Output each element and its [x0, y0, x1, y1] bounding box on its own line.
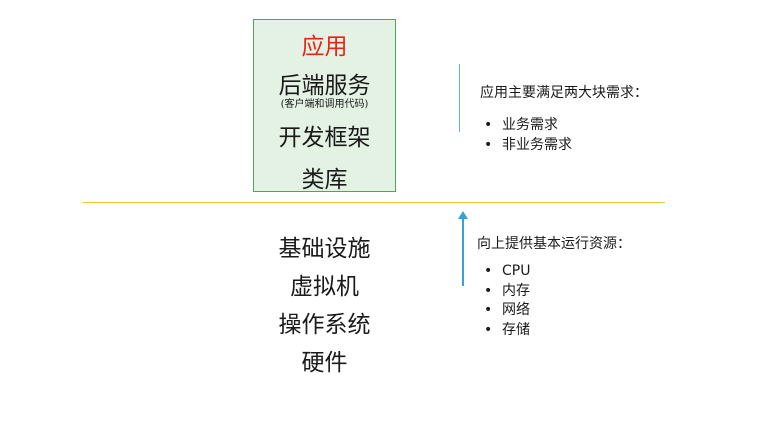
- layer-divider-line: [83, 202, 665, 203]
- upper-note-marker-line: [459, 64, 460, 132]
- application-layer-box: 应用 后端服务 (客户端和调用代码) 开发框架 类库: [253, 19, 396, 193]
- layer-label-virtual-machine: 虚拟机: [290, 274, 359, 300]
- upward-arrow-icon: [458, 211, 468, 219]
- upper-note-title: 应用主要满足两大块需求：: [480, 85, 648, 101]
- upward-arrow-shaft: [462, 214, 464, 286]
- layer-label-hardware: 硬件: [301, 350, 348, 376]
- layer-label-backend-service: 后端服务: [278, 73, 371, 99]
- layer-sublabel-backend-service: (客户端和调用代码): [280, 99, 369, 110]
- layer-label-application: 应用: [301, 34, 348, 60]
- lower-note-bullets: CPU 内存 网络 存储: [482, 262, 530, 340]
- list-item: 业务需求: [482, 115, 572, 135]
- lower-note-title: 向上提供基本运行资源：: [477, 236, 631, 252]
- upper-note-bullets: 业务需求 非业务需求: [482, 115, 572, 155]
- infrastructure-layer: 基础设施 虚拟机 操作系统 硬件: [253, 0, 396, 424]
- layer-label-framework: 开发框架: [278, 125, 371, 151]
- list-item: 网络: [482, 301, 530, 321]
- layer-label-infrastructure: 基础设施: [278, 236, 371, 262]
- list-item: CPU: [482, 262, 530, 282]
- list-item: 非业务需求: [482, 135, 572, 155]
- list-item: 存储: [482, 321, 530, 341]
- layer-label-operating-system: 操作系统: [278, 312, 371, 338]
- layer-label-library: 类库: [301, 167, 348, 193]
- list-item: 内存: [482, 282, 530, 302]
